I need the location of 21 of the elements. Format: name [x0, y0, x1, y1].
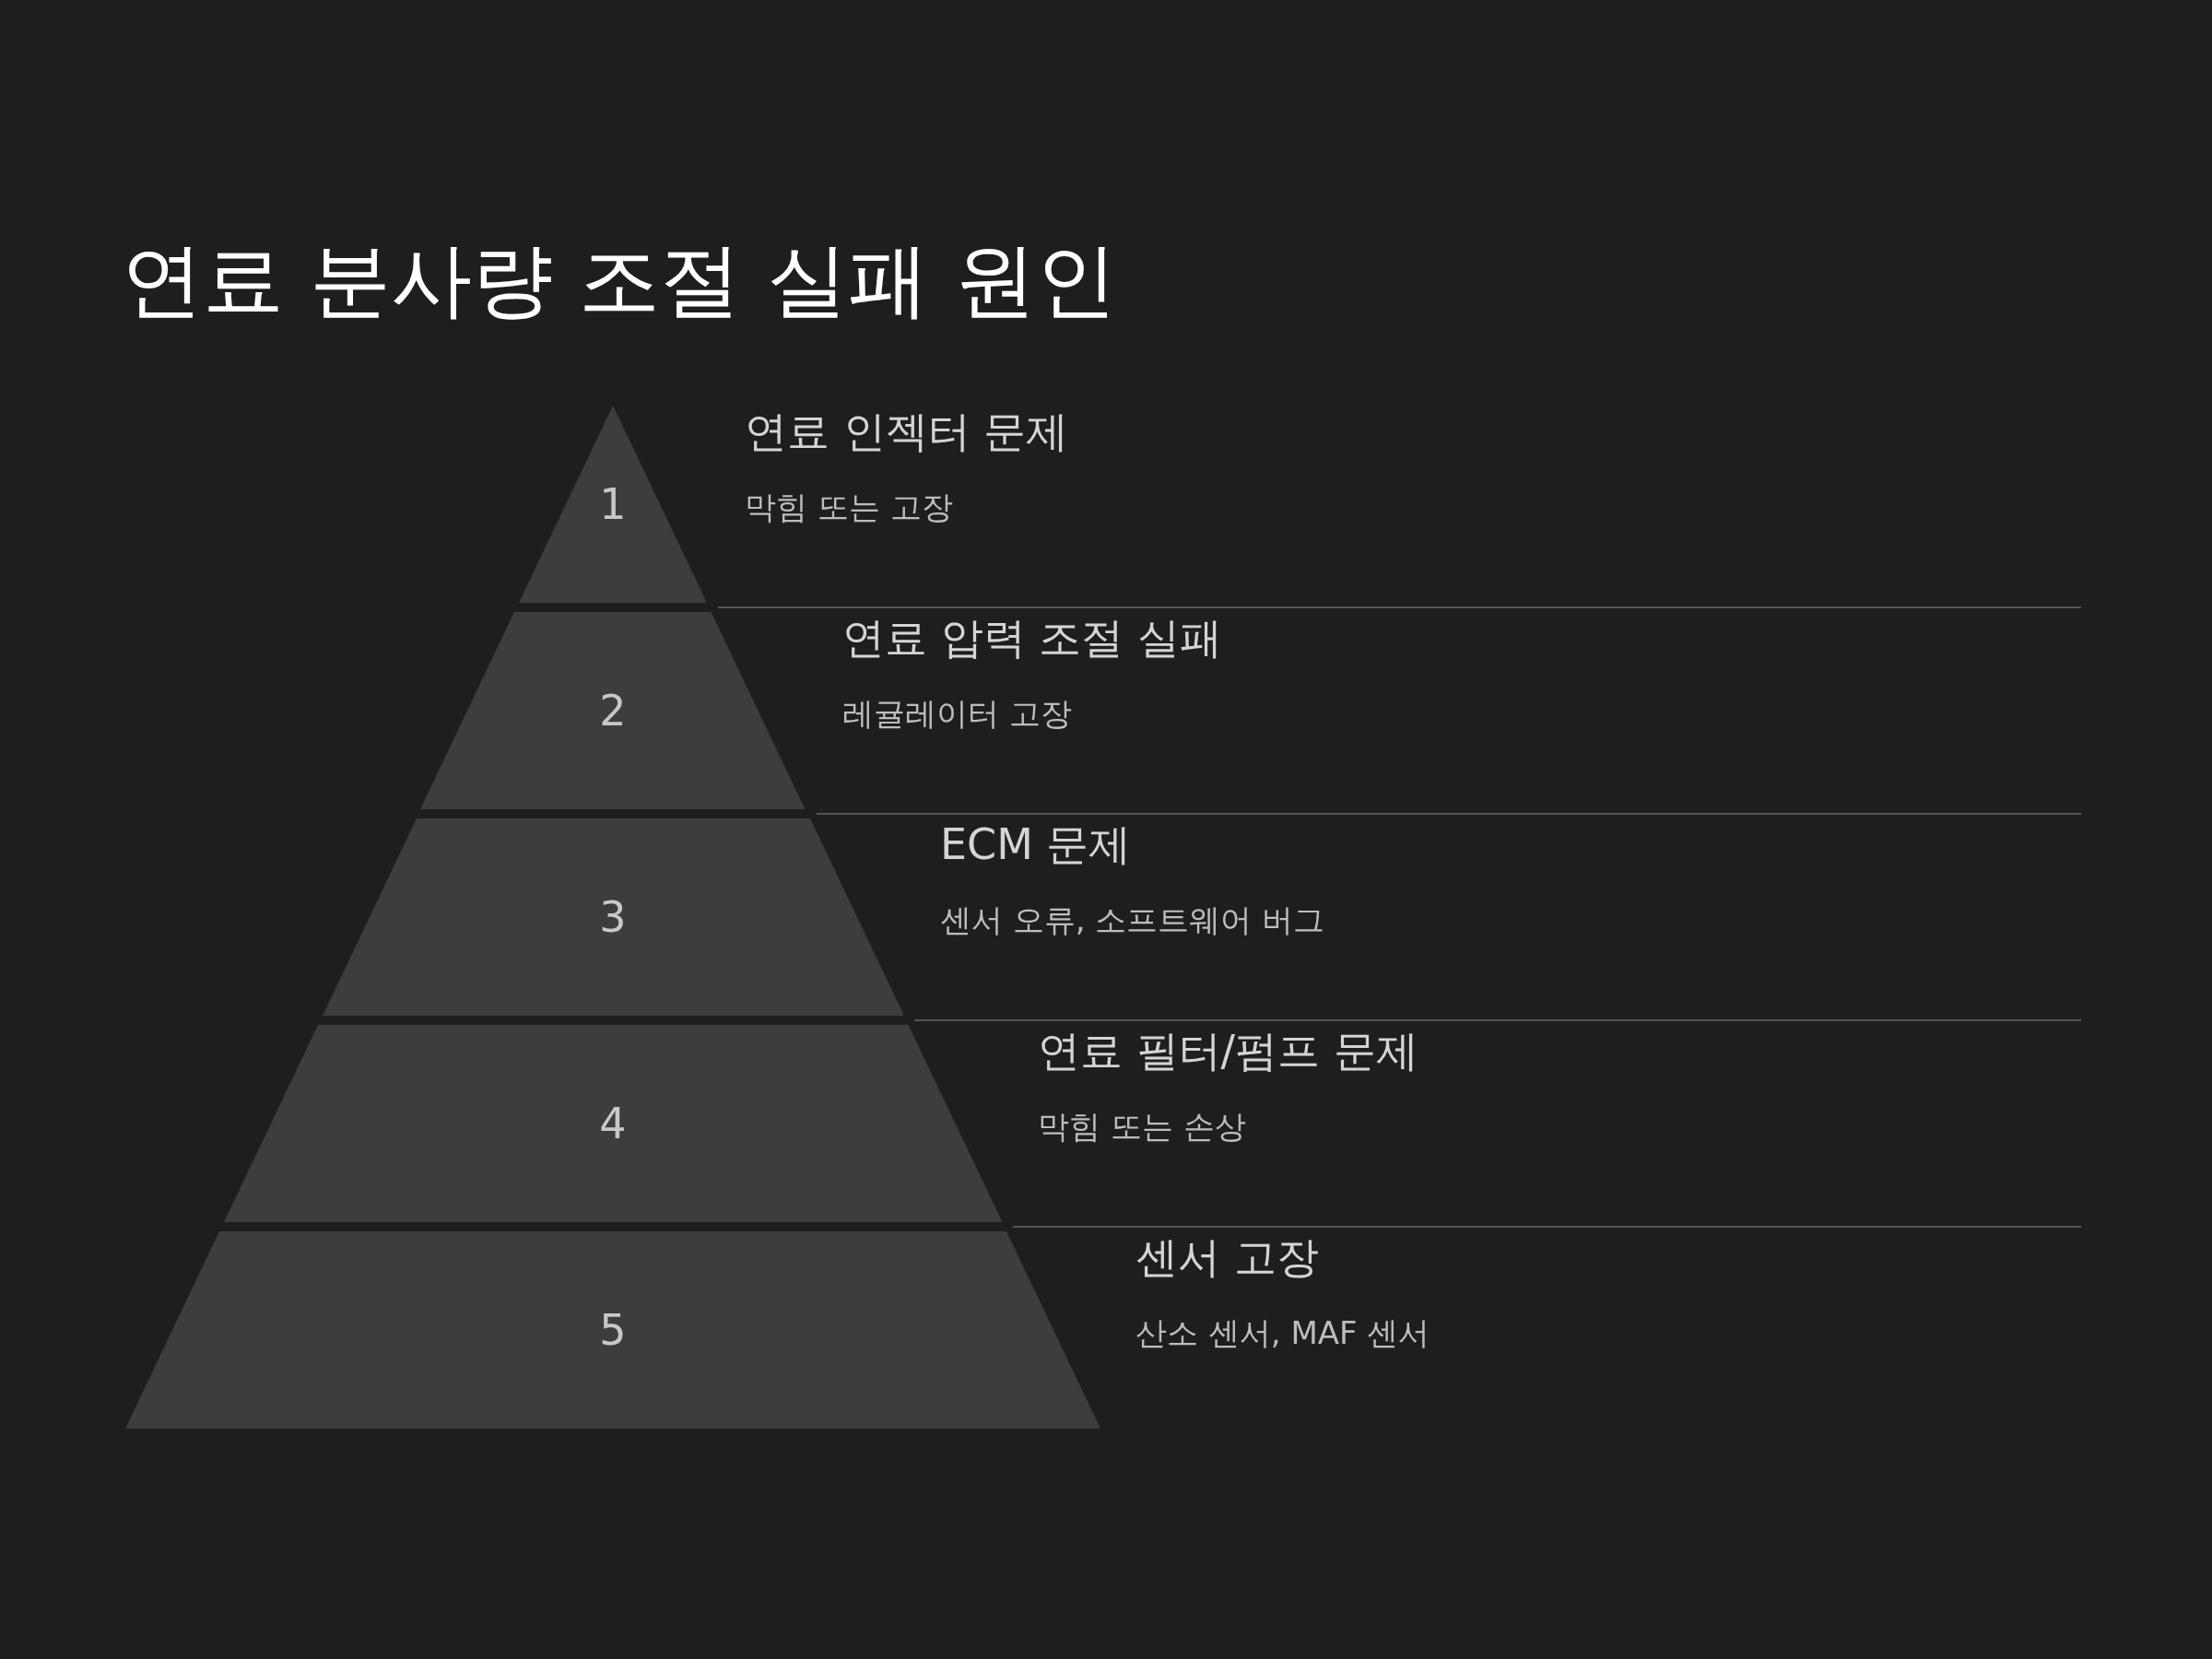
level-description: 레귤레이터 고장: [842, 694, 1072, 734]
level-number: 1: [599, 479, 627, 529]
level-number: 2: [599, 686, 627, 735]
pyramid-level: [322, 818, 904, 1016]
level-description: 막힘 또는 고장: [745, 488, 953, 527]
level-heading: 센서 고장: [1135, 1231, 1319, 1284]
pyramid-level: [125, 1231, 1100, 1429]
level-heading: ECM 문제: [940, 818, 1132, 871]
level-description: 센서 오류, 소프트웨어 버그: [940, 900, 1325, 940]
pyramid-level: [519, 406, 707, 603]
pyramid-level: [223, 1025, 1003, 1222]
level-number: 5: [599, 1305, 627, 1355]
level-number: 3: [599, 892, 627, 942]
level-heading: 연료 인젝터 문제: [745, 406, 1069, 458]
level-heading: 연료 필터/펌프 문제: [1038, 1025, 1418, 1077]
level-number: 4: [599, 1099, 627, 1148]
level-heading: 연료 압력 조절 실패: [842, 612, 1222, 665]
pyramid-level: [420, 612, 806, 809]
level-description: 산소 센서, MAF 센서: [1135, 1313, 1430, 1353]
level-description: 막힘 또는 손상: [1038, 1107, 1246, 1147]
title: 연료 분사량 조절 실패 원인: [122, 231, 1117, 329]
